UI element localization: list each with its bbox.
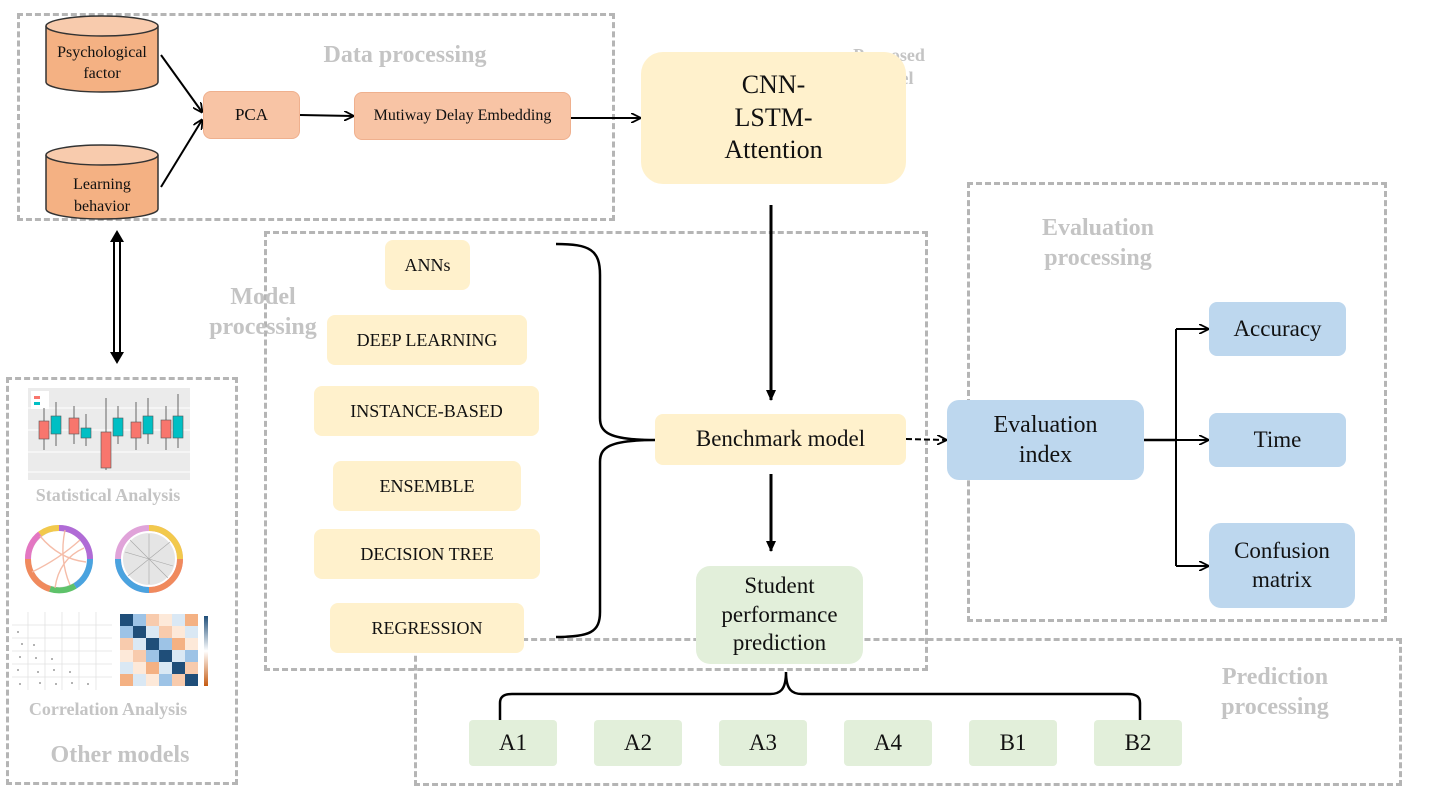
- correlation-analysis-label: Correlation Analysis: [28, 699, 188, 719]
- double-arrow-top-head: [110, 230, 124, 242]
- learning-behavior-cylinder: Learning behavior: [44, 141, 160, 221]
- data-processing-label: Data processing: [323, 42, 487, 68]
- method-ensemble: ENSEMBLE: [333, 461, 521, 511]
- cylinder-icon: [45, 144, 159, 220]
- evaluation-processing-label: Evaluation processing: [1041, 215, 1155, 271]
- pca-to-embedding-arrow: [299, 115, 353, 116]
- method-deep-learning: DEEP LEARNING: [327, 315, 527, 365]
- class-a2: A2: [594, 720, 682, 766]
- prediction-processing-label: Prediction processing: [1221, 664, 1329, 720]
- prediction-processing-frame: [414, 638, 1402, 786]
- embedding-box: Mutiway Delay Embedding: [354, 92, 571, 140]
- other-models-frame: [6, 377, 238, 785]
- method-decision-tree: DECISION TREE: [314, 529, 540, 579]
- benchmark-to-evaluation-arrow: [905, 439, 946, 440]
- methods-bracket: [555, 242, 656, 639]
- student-performance-prediction-box: Student performance prediction: [696, 566, 863, 664]
- pca-box: PCA: [203, 91, 300, 139]
- other-models-label: Other models: [50, 742, 190, 768]
- cnn-lstm-attention-box: CNN-LSTM-Attention: [641, 52, 906, 184]
- classes-bracket: [498, 671, 1142, 720]
- evaluation-index-box: Evaluation index: [947, 400, 1144, 480]
- method-instance-based: INSTANCE-BASED: [314, 386, 539, 436]
- class-b2: B2: [1094, 720, 1182, 766]
- psychological-factor-cylinder: Psychological factor: [44, 14, 160, 94]
- metric-time: Time: [1209, 413, 1346, 467]
- scatter-matrix-thumbnail: [12, 612, 112, 690]
- class-a3: A3: [719, 720, 807, 766]
- double-arrow-bottom-head: [110, 352, 124, 364]
- psychological-factor-label: Psychological factor: [57, 44, 147, 82]
- boxplot-thumbnail: [28, 388, 190, 480]
- method-regression: REGRESSION: [330, 603, 524, 653]
- learning-to-pca-arrow: [160, 120, 202, 188]
- class-b1: B1: [969, 720, 1057, 766]
- statistical-analysis-label: Statistical Analysis: [35, 485, 181, 505]
- cylinder-icon: [45, 15, 159, 93]
- chord-diagram-right-thumbnail: [115, 525, 183, 593]
- model-processing-frame: [264, 231, 928, 671]
- model-processing-label: Model processing: [209, 284, 317, 340]
- chord-diagram-left-thumbnail: [24, 525, 94, 594]
- metric-confusion-matrix: Confusion matrix: [1209, 523, 1355, 608]
- psych-to-pca-arrow: [160, 54, 202, 112]
- correlation-heatmap-thumbnail: [120, 614, 208, 686]
- benchmark-model-box: Benchmark model: [655, 414, 906, 465]
- learning-behavior-label: Learning behavior: [73, 176, 131, 215]
- class-a1: A1: [469, 720, 557, 766]
- class-a4: A4: [844, 720, 932, 766]
- metric-accuracy: Accuracy: [1209, 302, 1346, 356]
- method-anns: ANNs: [385, 240, 470, 290]
